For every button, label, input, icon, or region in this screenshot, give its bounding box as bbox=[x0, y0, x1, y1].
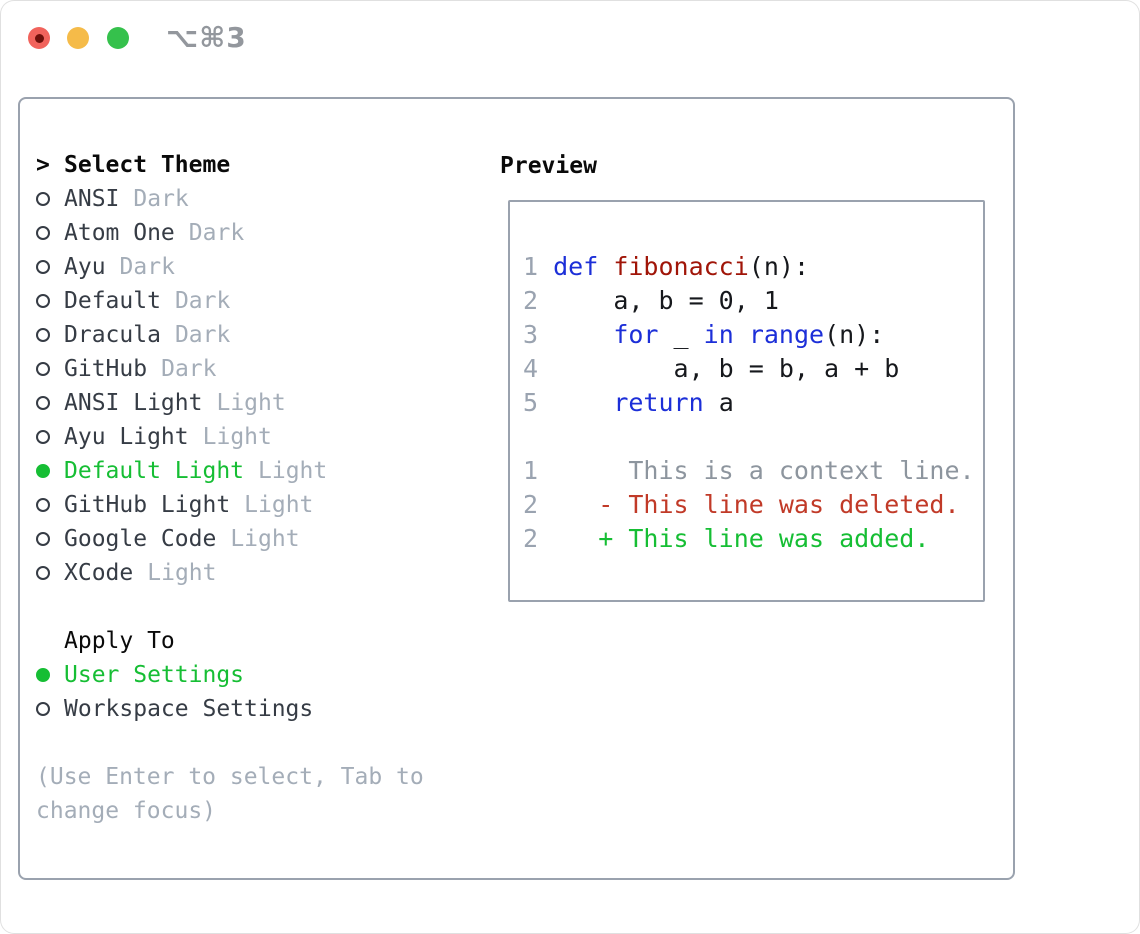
radio-icon bbox=[36, 430, 50, 444]
radio-icon bbox=[36, 532, 50, 546]
theme-option[interactable]: GitHub Dark bbox=[36, 352, 466, 386]
option-label: Ayu Light bbox=[64, 424, 189, 450]
option-variant-tag: Dark bbox=[161, 356, 217, 382]
option-label: GitHub Light bbox=[64, 492, 231, 518]
option-label: Ayu bbox=[64, 254, 106, 280]
preview-line: 4 a, b = b, a + b bbox=[523, 354, 900, 383]
apply-to-option[interactable]: Workspace Settings bbox=[36, 692, 466, 726]
apply-to-option[interactable]: User Settings bbox=[36, 658, 466, 692]
preview-title: Preview bbox=[500, 153, 597, 179]
settings-panel bbox=[18, 97, 1015, 880]
radio-icon bbox=[36, 192, 50, 206]
preview-line bbox=[523, 420, 983, 454]
theme-option[interactable]: GitHub Light Light bbox=[36, 488, 466, 522]
preview-line: 2 - This line was deleted. bbox=[523, 490, 960, 519]
option-variant-tag: Light bbox=[216, 390, 286, 416]
preview-code: 1 def fibonacci(n): 2 a, b = 0, 1 3 for _ … bbox=[523, 250, 983, 556]
help-text: (Use Enter to select, Tab to change focu… bbox=[36, 764, 424, 824]
radio-icon bbox=[36, 362, 50, 376]
option-label: XCode bbox=[64, 560, 134, 586]
preview-line: 2 a, b = 0, 1 bbox=[523, 286, 779, 315]
option-variant-tag: Dark bbox=[174, 288, 231, 314]
radio-icon bbox=[36, 294, 50, 308]
theme-option[interactable]: Default Dark bbox=[36, 284, 466, 318]
option-label: ANSI Light bbox=[64, 390, 203, 416]
radio-selected-icon bbox=[36, 668, 50, 682]
option-label: Default bbox=[64, 288, 161, 314]
option-label: User Settings bbox=[64, 662, 245, 688]
radio-icon bbox=[36, 566, 50, 580]
close-button[interactable] bbox=[28, 27, 50, 49]
theme-option[interactable]: Google Code Light bbox=[36, 522, 466, 556]
radio-icon bbox=[36, 498, 50, 512]
radio-icon bbox=[36, 396, 50, 410]
preview-line: 3 for _ in range(n): bbox=[523, 320, 885, 349]
option-label: Google Code bbox=[64, 526, 217, 552]
radio-icon bbox=[36, 328, 50, 342]
option-variant-tag: Light bbox=[258, 458, 328, 484]
theme-option[interactable]: ANSI Dark bbox=[36, 182, 466, 216]
option-label: Dracula bbox=[64, 322, 161, 348]
option-variant-tag: Dark bbox=[119, 254, 175, 280]
spacer bbox=[36, 726, 466, 760]
option-label: Workspace Settings bbox=[64, 696, 314, 722]
preview-line: 2 + This line was added. bbox=[523, 524, 930, 553]
theme-option[interactable]: XCode Light bbox=[36, 556, 466, 590]
theme-list-title: Select Theme bbox=[64, 152, 231, 178]
option-variant-tag: Light bbox=[244, 492, 314, 518]
radio-icon bbox=[36, 226, 50, 240]
apply-to-title: Apply To bbox=[64, 628, 175, 654]
prompt-icon: > bbox=[36, 152, 50, 178]
radio-selected-icon bbox=[36, 464, 50, 478]
option-variant-tag: Light bbox=[230, 526, 300, 552]
theme-option[interactable]: Ayu Light Light bbox=[36, 420, 466, 454]
option-variant-tag: Dark bbox=[133, 186, 189, 212]
option-variant-tag: Light bbox=[202, 424, 272, 450]
zoom-button[interactable] bbox=[107, 27, 129, 49]
preview-line: 1 This is a context line. bbox=[523, 456, 975, 485]
preview-box: 1 def fibonacci(n): 2 a, b = 0, 1 3 for _ … bbox=[508, 200, 985, 602]
radio-icon bbox=[36, 260, 50, 274]
close-button-dot-icon bbox=[34, 33, 44, 43]
option-label: Atom One bbox=[64, 220, 175, 246]
theme-option[interactable]: Atom One Dark bbox=[36, 216, 466, 250]
titlebar: ⌥⌘3 bbox=[0, 0, 1140, 76]
theme-option[interactable]: Default Light Light bbox=[36, 454, 466, 488]
preview-line: 5 return a bbox=[523, 388, 734, 417]
theme-option[interactable]: Dracula Dark bbox=[36, 318, 466, 352]
radio-icon bbox=[36, 702, 50, 716]
option-label: GitHub bbox=[64, 356, 148, 382]
theme-option[interactable]: Ayu Dark bbox=[36, 250, 466, 284]
theme-list-header: > Select Theme bbox=[36, 148, 466, 182]
theme-option[interactable]: ANSI Light Light bbox=[36, 386, 466, 420]
preview-line: 1 def fibonacci(n): bbox=[523, 252, 810, 281]
spacer bbox=[36, 590, 466, 624]
option-variant-tag: Dark bbox=[188, 220, 245, 246]
option-label: Default Light bbox=[64, 458, 245, 484]
option-variant-tag: Dark bbox=[174, 322, 231, 348]
apply-to-header-row: Apply To bbox=[36, 624, 466, 658]
option-variant-tag: Light bbox=[147, 560, 217, 586]
option-label: ANSI bbox=[64, 186, 120, 212]
minimize-button[interactable] bbox=[67, 27, 89, 49]
window-title: ⌥⌘3 bbox=[166, 21, 247, 54]
